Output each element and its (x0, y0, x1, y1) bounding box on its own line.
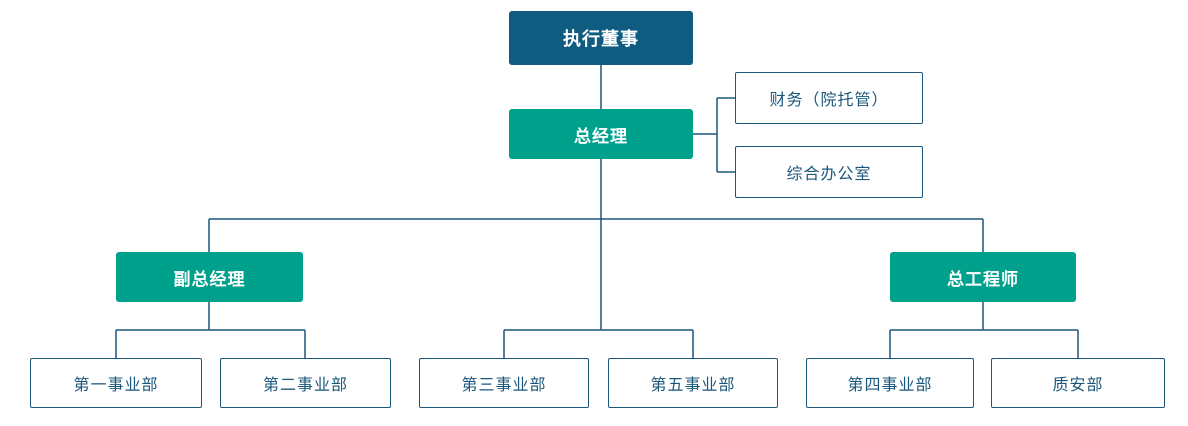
org-node-division-3: 第三事业部 (419, 358, 589, 408)
org-node-division-4: 第四事业部 (806, 358, 974, 408)
org-node-quality-safety: 质安部 (991, 358, 1165, 408)
org-node-division-2: 第二事业部 (220, 358, 391, 408)
org-node-general-manager: 总经理 (509, 109, 693, 159)
org-node-finance: 财务（院托管） (735, 72, 923, 124)
org-node-general-office: 综合办公室 (735, 146, 923, 198)
org-node-division-5: 第五事业部 (608, 358, 778, 408)
org-node-deputy-general-manager: 副总经理 (116, 252, 303, 302)
org-node-chief-engineer: 总工程师 (890, 252, 1076, 302)
org-node-executive-director: 执行董事 (509, 11, 693, 65)
org-node-division-1: 第一事业部 (30, 358, 202, 408)
